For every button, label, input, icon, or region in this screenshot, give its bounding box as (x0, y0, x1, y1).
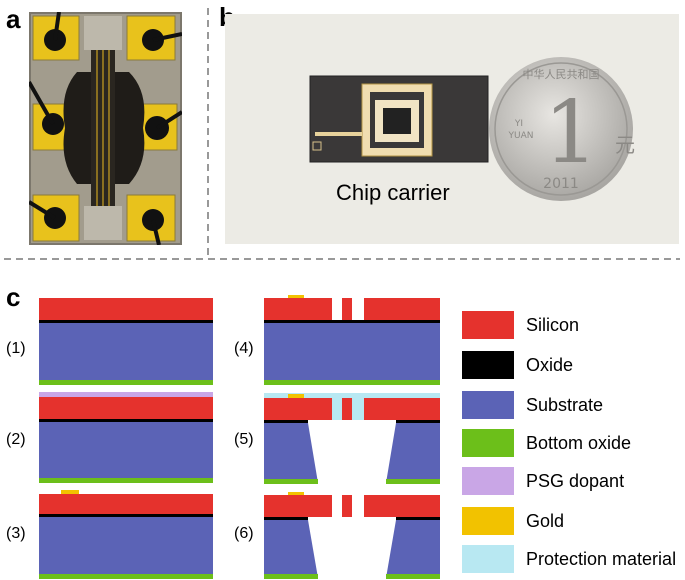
step-label-1: (1) (6, 340, 26, 357)
step-label-6: (6) (234, 525, 254, 542)
svg-text:YI: YI (514, 119, 523, 129)
step-label-4: (4) (234, 340, 254, 357)
panel-a-label: a (6, 4, 21, 34)
legend-label-substrate: Substrate (526, 395, 604, 415)
legend-swatch-psg-dopant (462, 467, 514, 495)
step-2-cross-section (39, 392, 213, 483)
legend-label-silicon: Silicon (526, 315, 580, 335)
step-label-5: (5) (234, 431, 254, 448)
svg-text:中华人民共和国: 中华人民共和国 (523, 67, 600, 81)
panel-c-label: c (6, 282, 21, 312)
legend-label-bottom-oxide: Bottom oxide (526, 433, 632, 453)
legend-label-oxide: Oxide (526, 355, 574, 375)
step-label-2: (2) (6, 431, 26, 448)
legend-label-psg-dopant: PSG dopant (526, 471, 625, 491)
legend-label-protection-material: Protection material (526, 549, 677, 569)
svg-text:元: 元 (615, 133, 635, 157)
svg-text:2011: 2011 (543, 176, 579, 192)
step-3-cross-section (39, 490, 213, 579)
legend-swatch-protection-material (462, 545, 514, 573)
legend-swatch-oxide (462, 351, 514, 379)
svg-text:YUAN: YUAN (508, 131, 534, 141)
step-1-cross-section (39, 298, 213, 385)
svg-text:1: 1 (544, 83, 599, 183)
legend-swatch-gold (462, 507, 514, 535)
legend-swatch-silicon (462, 311, 514, 339)
legend-swatch-bottom-oxide (462, 429, 514, 457)
step-6-cross-section (264, 492, 440, 579)
device-micrograph (29, 12, 182, 245)
legend-swatch-substrate (462, 391, 514, 419)
legend-label-gold: Gold (526, 511, 565, 531)
step-label-3: (3) (6, 525, 26, 542)
chip-carrier-caption: Chip carrier (336, 180, 450, 205)
step-5-cross-section (264, 393, 440, 484)
chip-carrier-photo: 1 元 YI YUAN 2011 中华人民共和国 (225, 14, 679, 244)
step-4-cross-section (264, 295, 440, 385)
